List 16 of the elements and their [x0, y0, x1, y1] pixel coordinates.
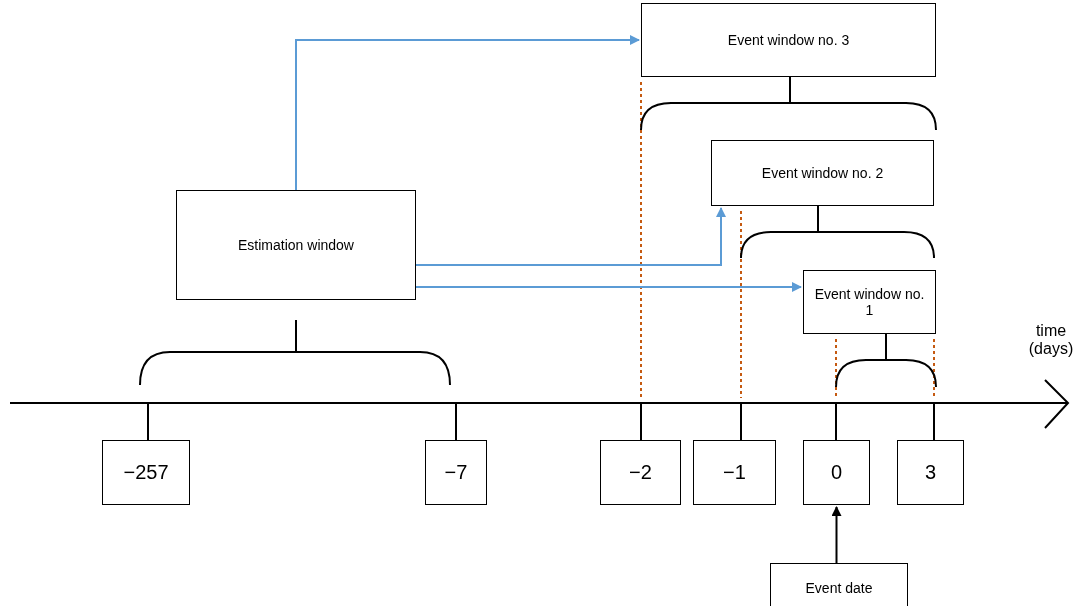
- arrow: [295, 35, 640, 191]
- window-box: Event window no. 3: [641, 3, 936, 77]
- arrow: [415, 207, 726, 266]
- tick-value-box: 0: [803, 440, 870, 505]
- event-date-box: Event date: [770, 563, 908, 606]
- tick-value-box: −1: [693, 440, 776, 505]
- arrow: [415, 282, 802, 292]
- tick-value-box: 3: [897, 440, 964, 505]
- tick-value-box: −257: [102, 440, 190, 505]
- axis-label: time (days): [1028, 322, 1074, 358]
- arrow: [831, 506, 842, 564]
- window-box: Event window no. 2: [711, 140, 934, 206]
- tick-value-box: −7: [425, 440, 487, 505]
- window-box: Event window no. 1: [803, 270, 936, 334]
- window-box: Estimation window: [176, 190, 416, 300]
- tick-value-box: −2: [600, 440, 681, 505]
